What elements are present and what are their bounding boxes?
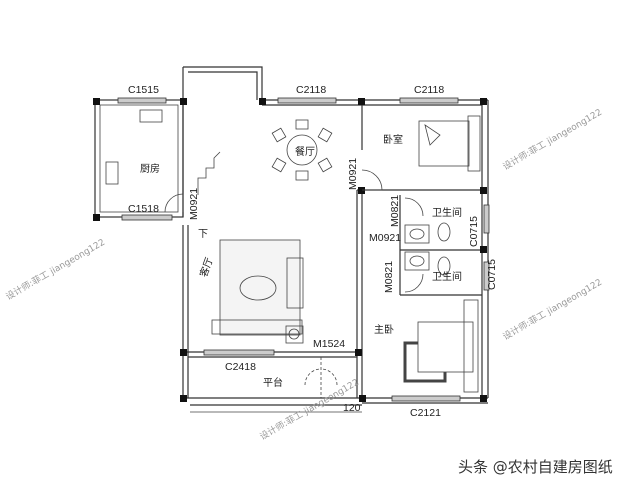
- sofa-set: [211, 239, 304, 344]
- window-c1515: [117, 97, 167, 104]
- code-c2121: C2121: [410, 407, 441, 419]
- watermark: 设计师:菲工 jiangeong122: [501, 276, 604, 343]
- code-c0715-b: C0715: [486, 259, 498, 290]
- kitchen-fixtures: [105, 109, 163, 185]
- window-c0715-a: [483, 204, 490, 234]
- bathroom-fixtures: [404, 222, 451, 276]
- code-c2418: C2418: [225, 361, 256, 373]
- bed-master: [403, 299, 479, 393]
- door-bedroom: [361, 169, 383, 191]
- windows: [117, 97, 490, 402]
- west-wall: [182, 225, 189, 398]
- code-c2118-b: C2118: [414, 84, 444, 96]
- door-bath-2: [404, 273, 424, 293]
- label-bedroom: 卧室: [383, 133, 403, 146]
- label-bathroom-2: 卫生间: [432, 270, 462, 283]
- bathroom-walls: [399, 195, 482, 296]
- dining-table: [271, 119, 333, 181]
- code-m0921-bedroom: M0921: [347, 158, 359, 190]
- bed-bedroom: [418, 115, 481, 172]
- label-bathroom-1: 卫生间: [432, 206, 462, 219]
- window-c2121: [391, 395, 461, 402]
- code-m0821-b: M0821: [383, 261, 395, 293]
- window-c2118-b: [399, 97, 459, 104]
- stair-mark: 下: [198, 229, 208, 240]
- label-terrace: 平台: [263, 376, 283, 389]
- window-c1518: [121, 214, 173, 221]
- code-c0715-a: C0715: [468, 216, 480, 247]
- code-c1518: C1518: [128, 203, 159, 215]
- dimension-value: 120: [343, 402, 361, 414]
- code-c1515: C1515: [128, 84, 159, 96]
- window-c2418: [203, 349, 275, 356]
- watermark: 设计师:菲工 jiangeong122: [4, 236, 107, 303]
- code-c2118-a: C2118: [296, 84, 326, 96]
- window-c0715-b: [483, 261, 490, 291]
- bedroom-walls: [356, 100, 482, 398]
- watermark: 设计师:菲工 jiangeong122: [501, 106, 604, 173]
- stairs: [197, 151, 221, 195]
- columns: [93, 98, 487, 402]
- stair-void-walls: [182, 66, 263, 217]
- code-m0921-stair: M0921: [188, 188, 200, 220]
- code-m1524: M1524: [313, 338, 345, 350]
- brand-watermark: 头条 @农村自建房图纸: [458, 458, 613, 476]
- window-c2118-a: [277, 97, 337, 104]
- label-kitchen: 厨房: [140, 162, 160, 175]
- door-bath-1: [404, 197, 424, 217]
- label-master-bedroom: 主卧: [374, 323, 394, 336]
- label-dining: 餐厅: [295, 145, 315, 158]
- code-m0921-hall: M0921: [369, 232, 401, 244]
- door-kitchen: [164, 193, 184, 213]
- label-living: 客厅: [197, 256, 216, 279]
- door-m1524: [304, 357, 338, 398]
- walls: [94, 66, 489, 406]
- doors: [164, 169, 424, 398]
- code-m0821-a: M0821: [389, 195, 401, 227]
